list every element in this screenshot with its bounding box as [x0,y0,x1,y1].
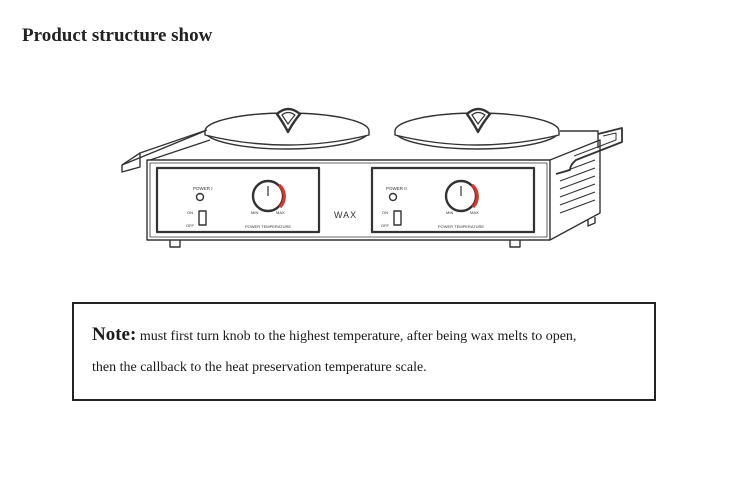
left-power-indicator-icon [195,192,205,202]
right-lid [394,112,560,150]
note-line-2: then the callback to the heat preservati… [92,360,427,375]
wax-heater-illustration: POWER I ON OFF MIN MAX POWER TEMPERATURE… [121,107,623,248]
wax-label: WAX [334,210,357,220]
right-switch-on-label: ON [382,210,388,215]
side-vents [559,159,596,214]
right-power-label: POWER II [386,186,407,191]
right-lid-handle-icon [465,107,492,134]
left-lid-handle-icon [275,107,302,134]
left-switch-on-label: ON [187,210,193,215]
right-knob-max-label: MAX [470,210,479,215]
left-knob-min-label: MIN [251,210,258,215]
left-knob-max-label: MAX [276,210,285,215]
right-panel-caption: POWER TEMPERATURE [438,224,484,229]
note-text-1: must first turn knob to the highest temp… [136,329,577,344]
left-power-label: POWER I [193,186,213,191]
left-switch-off-label: OFF [186,223,195,228]
left-control-panel: POWER I ON OFF MIN MAX POWER TEMPERATURE [155,166,321,234]
right-knob-min-label: MIN [446,210,453,215]
note-label: Note: [92,324,137,345]
note-box: Note: must first turn knob to the highes… [72,302,656,401]
right-power-switch[interactable] [393,210,402,226]
right-knob-red-arc [470,183,479,209]
right-control-panel: POWER II ON OFF MIN MAX POWER TEMPERATUR… [370,166,536,234]
note-line-1: Note: must first turn knob to the highes… [92,324,576,346]
right-switch-off-label: OFF [381,223,390,228]
page-title: Product structure show [22,25,213,46]
left-panel-caption: POWER TEMPERATURE [245,224,291,229]
left-knob-red-arc [277,183,286,209]
right-power-indicator-icon [388,192,398,202]
left-power-switch[interactable] [198,210,207,226]
